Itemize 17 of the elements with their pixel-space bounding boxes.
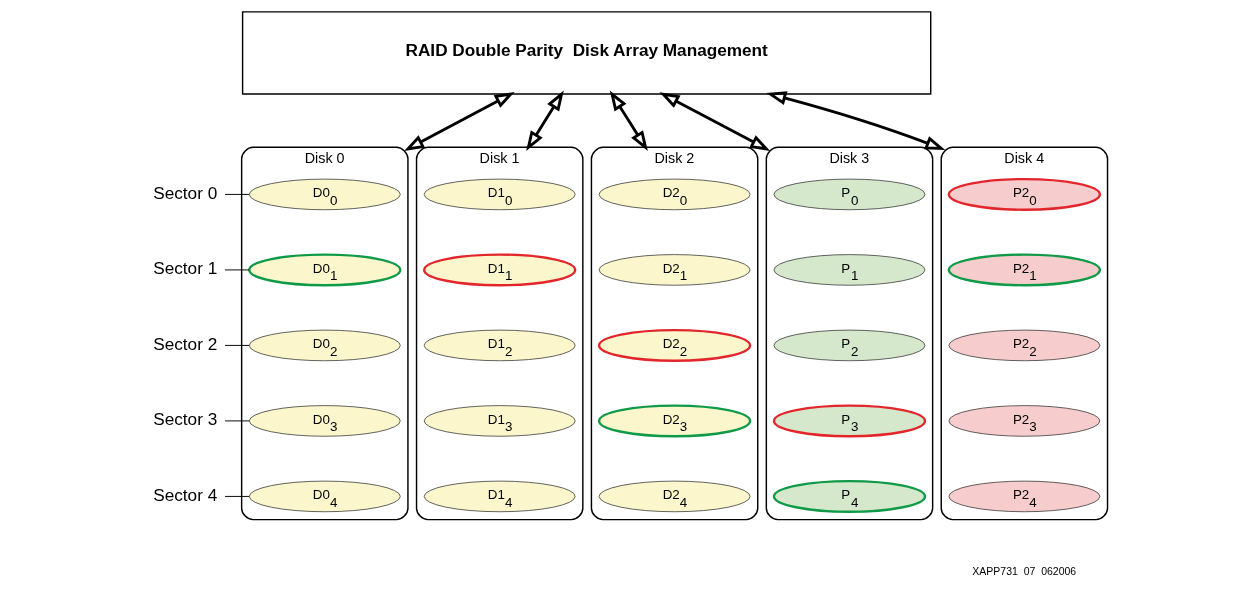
- node-box: RAID Double Parity Disk Array Management: [241, 11, 931, 95]
- label: XAPP731 07 062006: [971, 564, 1076, 577]
- arrow: [609, 90, 648, 151]
- connector: [224, 344, 250, 346]
- node-text: Sector 4: [152, 484, 217, 505]
- connector: [224, 269, 250, 271]
- arrow: [403, 92, 515, 151]
- connector: [224, 495, 250, 497]
- node-text: Sector 0: [152, 182, 217, 203]
- node-text: Sector 3: [152, 409, 217, 430]
- node-text: Sector 1: [152, 258, 217, 279]
- arrow: [765, 91, 945, 151]
- arrow: [658, 92, 770, 151]
- node-text: Sector 2: [152, 333, 217, 354]
- connector: [224, 420, 250, 422]
- connector: [224, 193, 250, 195]
- arrow: [525, 90, 564, 152]
